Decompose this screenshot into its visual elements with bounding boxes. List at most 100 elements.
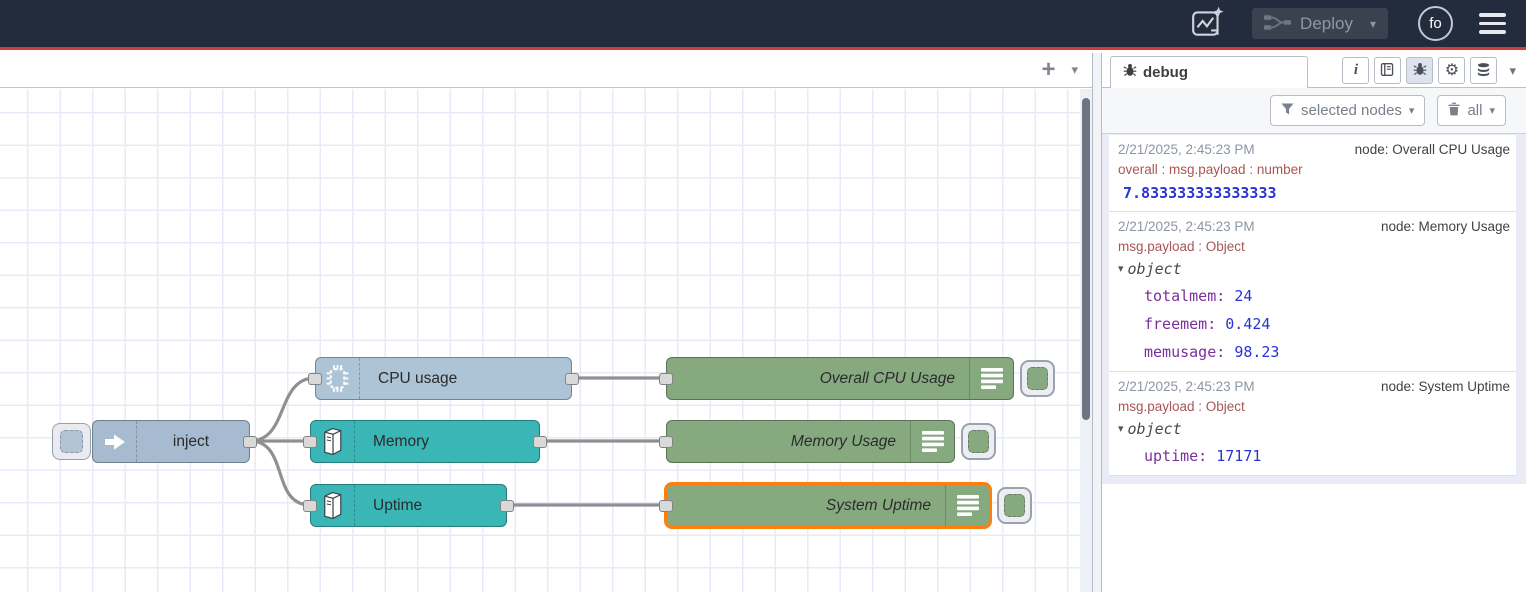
object-entry: totalmem: 24 (1118, 282, 1510, 310)
node-inject[interactable]: inject (92, 420, 257, 463)
sidebar-panel: debug i ⚙ (1102, 53, 1526, 592)
input-port[interactable] (308, 372, 322, 385)
object-entry: memusage: 98.23 (1118, 338, 1510, 366)
sidebar-menu-caret-icon[interactable]: ▾ (1509, 62, 1516, 78)
debug-output-icon (969, 358, 1013, 399)
input-port[interactable] (303, 499, 317, 512)
server-tower-icon (311, 421, 355, 462)
sidebar-tabbar: debug i ⚙ (1102, 53, 1526, 88)
trash-icon (1448, 102, 1460, 120)
sidebar-resize-handle[interactable] (1092, 53, 1102, 592)
debug-output-icon (910, 421, 954, 462)
workspace-tabbar: + ▾ (0, 53, 1092, 88)
debug-enable-toggle[interactable] (961, 423, 996, 460)
main-menu-button[interactable] (1479, 12, 1506, 35)
object-expander[interactable]: ▾ object (1118, 417, 1510, 442)
message-node-name: node: Overall CPU Usage (1354, 142, 1510, 157)
bug-icon (1413, 62, 1427, 79)
object-label: object (1127, 420, 1182, 438)
entry-value: 24 (1234, 287, 1253, 305)
debug-message: 2/21/2025, 2:45:23 PM node: Overall CPU … (1109, 135, 1516, 212)
node-cpu-usage[interactable]: CPU usage (308, 357, 579, 400)
inject-button-pad (60, 430, 83, 453)
expander-caret-icon: ▾ (1118, 423, 1124, 435)
input-port[interactable] (659, 372, 673, 385)
deploy-button[interactable]: Deploy ▾ (1252, 8, 1388, 39)
object-entry: uptime: 17171 (1118, 442, 1510, 470)
input-port[interactable] (659, 499, 673, 512)
entry-value: 0.424 (1225, 315, 1271, 333)
tab-help-button[interactable] (1374, 57, 1402, 84)
debug-enable-toggle[interactable] (1020, 360, 1055, 397)
wire[interactable] (248, 376, 317, 443)
tab-context-button[interactable] (1470, 57, 1498, 84)
message-property-path: msg.payload : Object (1118, 399, 1245, 414)
user-avatar[interactable]: fo (1418, 6, 1453, 41)
canvas-scrollbar-thumb[interactable] (1082, 98, 1090, 420)
message-property-path: msg.payload : Object (1118, 239, 1245, 254)
message-timestamp: 2/21/2025, 2:45:23 PM (1118, 219, 1255, 234)
tab-config-button[interactable]: ⚙ (1438, 57, 1466, 84)
node-debug-system-uptime[interactable]: System Uptime (659, 482, 992, 529)
debug-filter-button[interactable]: selected nodes ▾ (1270, 95, 1426, 126)
node-label: Uptime (373, 496, 423, 514)
wire[interactable] (248, 439, 312, 507)
debug-toolbar: selected nodes ▾ all ▾ (1102, 88, 1526, 134)
object-entry: freemem: 0.424 (1118, 310, 1510, 338)
input-port[interactable] (303, 435, 317, 448)
debug-enable-toggle[interactable] (997, 487, 1032, 524)
node-label: Overall CPU Usage (819, 369, 955, 387)
gear-icon: ⚙ (1444, 61, 1460, 79)
node-label: inject (172, 432, 210, 450)
header-bar: Deploy ▾ fo (0, 0, 1526, 50)
toggle-pad (968, 430, 989, 453)
entry-key: freemem: (1144, 315, 1217, 333)
database-icon (1476, 62, 1491, 80)
cpu-chip-icon (316, 358, 360, 399)
node-label: Memory Usage (790, 432, 896, 450)
chevron-down-icon: ▾ (1489, 105, 1495, 117)
output-port[interactable] (565, 372, 579, 385)
toggle-pad (1004, 494, 1025, 517)
debug-filter-label: selected nodes (1301, 102, 1402, 119)
flow-sparkle-icon (1190, 5, 1226, 42)
message-value-number: 7.833333333333333 (1123, 184, 1277, 202)
flow-list-caret-icon[interactable]: ▾ (1071, 62, 1078, 77)
inject-arrow-icon (93, 421, 137, 462)
node-uptime[interactable]: Uptime (303, 484, 514, 527)
bug-icon (1123, 63, 1137, 82)
output-port[interactable] (243, 435, 257, 448)
node-debug-overall-cpu[interactable]: Overall CPU Usage (659, 357, 1014, 400)
server-tower-icon (311, 485, 355, 526)
inject-trigger-button[interactable] (52, 423, 91, 460)
input-port[interactable] (659, 435, 673, 448)
object-expander[interactable]: ▾ object (1118, 257, 1510, 282)
debug-message: 2/21/2025, 2:45:23 PM node: System Uptim… (1109, 372, 1516, 476)
debug-clear-label: all (1467, 102, 1483, 119)
tab-debug-icon-button[interactable] (1406, 57, 1434, 84)
node-label: Memory (373, 432, 429, 450)
entry-key: totalmem: (1144, 287, 1226, 305)
object-label: object (1127, 260, 1182, 278)
add-flow-button[interactable]: + (1041, 56, 1056, 83)
message-timestamp: 2/21/2025, 2:45:23 PM (1118, 142, 1255, 157)
output-port[interactable] (533, 435, 547, 448)
tab-debug[interactable]: debug (1110, 56, 1308, 88)
chevron-down-icon: ▾ (1408, 105, 1415, 117)
node-memory[interactable]: Memory (303, 420, 547, 463)
output-port[interactable] (500, 499, 514, 512)
tab-info-button[interactable]: i (1342, 57, 1370, 84)
deploy-icon (1264, 14, 1292, 34)
debug-message: 2/21/2025, 2:45:23 PM node: Memory Usage… (1109, 212, 1516, 372)
entry-value: 98.23 (1234, 343, 1280, 361)
entry-key: uptime: (1144, 447, 1208, 465)
debug-clear-button[interactable]: all ▾ (1437, 95, 1506, 126)
message-timestamp: 2/21/2025, 2:45:23 PM (1118, 379, 1255, 394)
node-debug-memory-usage[interactable]: Memory Usage (659, 420, 955, 463)
flow-assistant-button[interactable] (1190, 5, 1226, 42)
book-icon (1380, 62, 1395, 80)
node-label: System Uptime (825, 496, 931, 514)
info-icon: i (1353, 62, 1359, 78)
entry-key: memusage: (1144, 343, 1226, 361)
